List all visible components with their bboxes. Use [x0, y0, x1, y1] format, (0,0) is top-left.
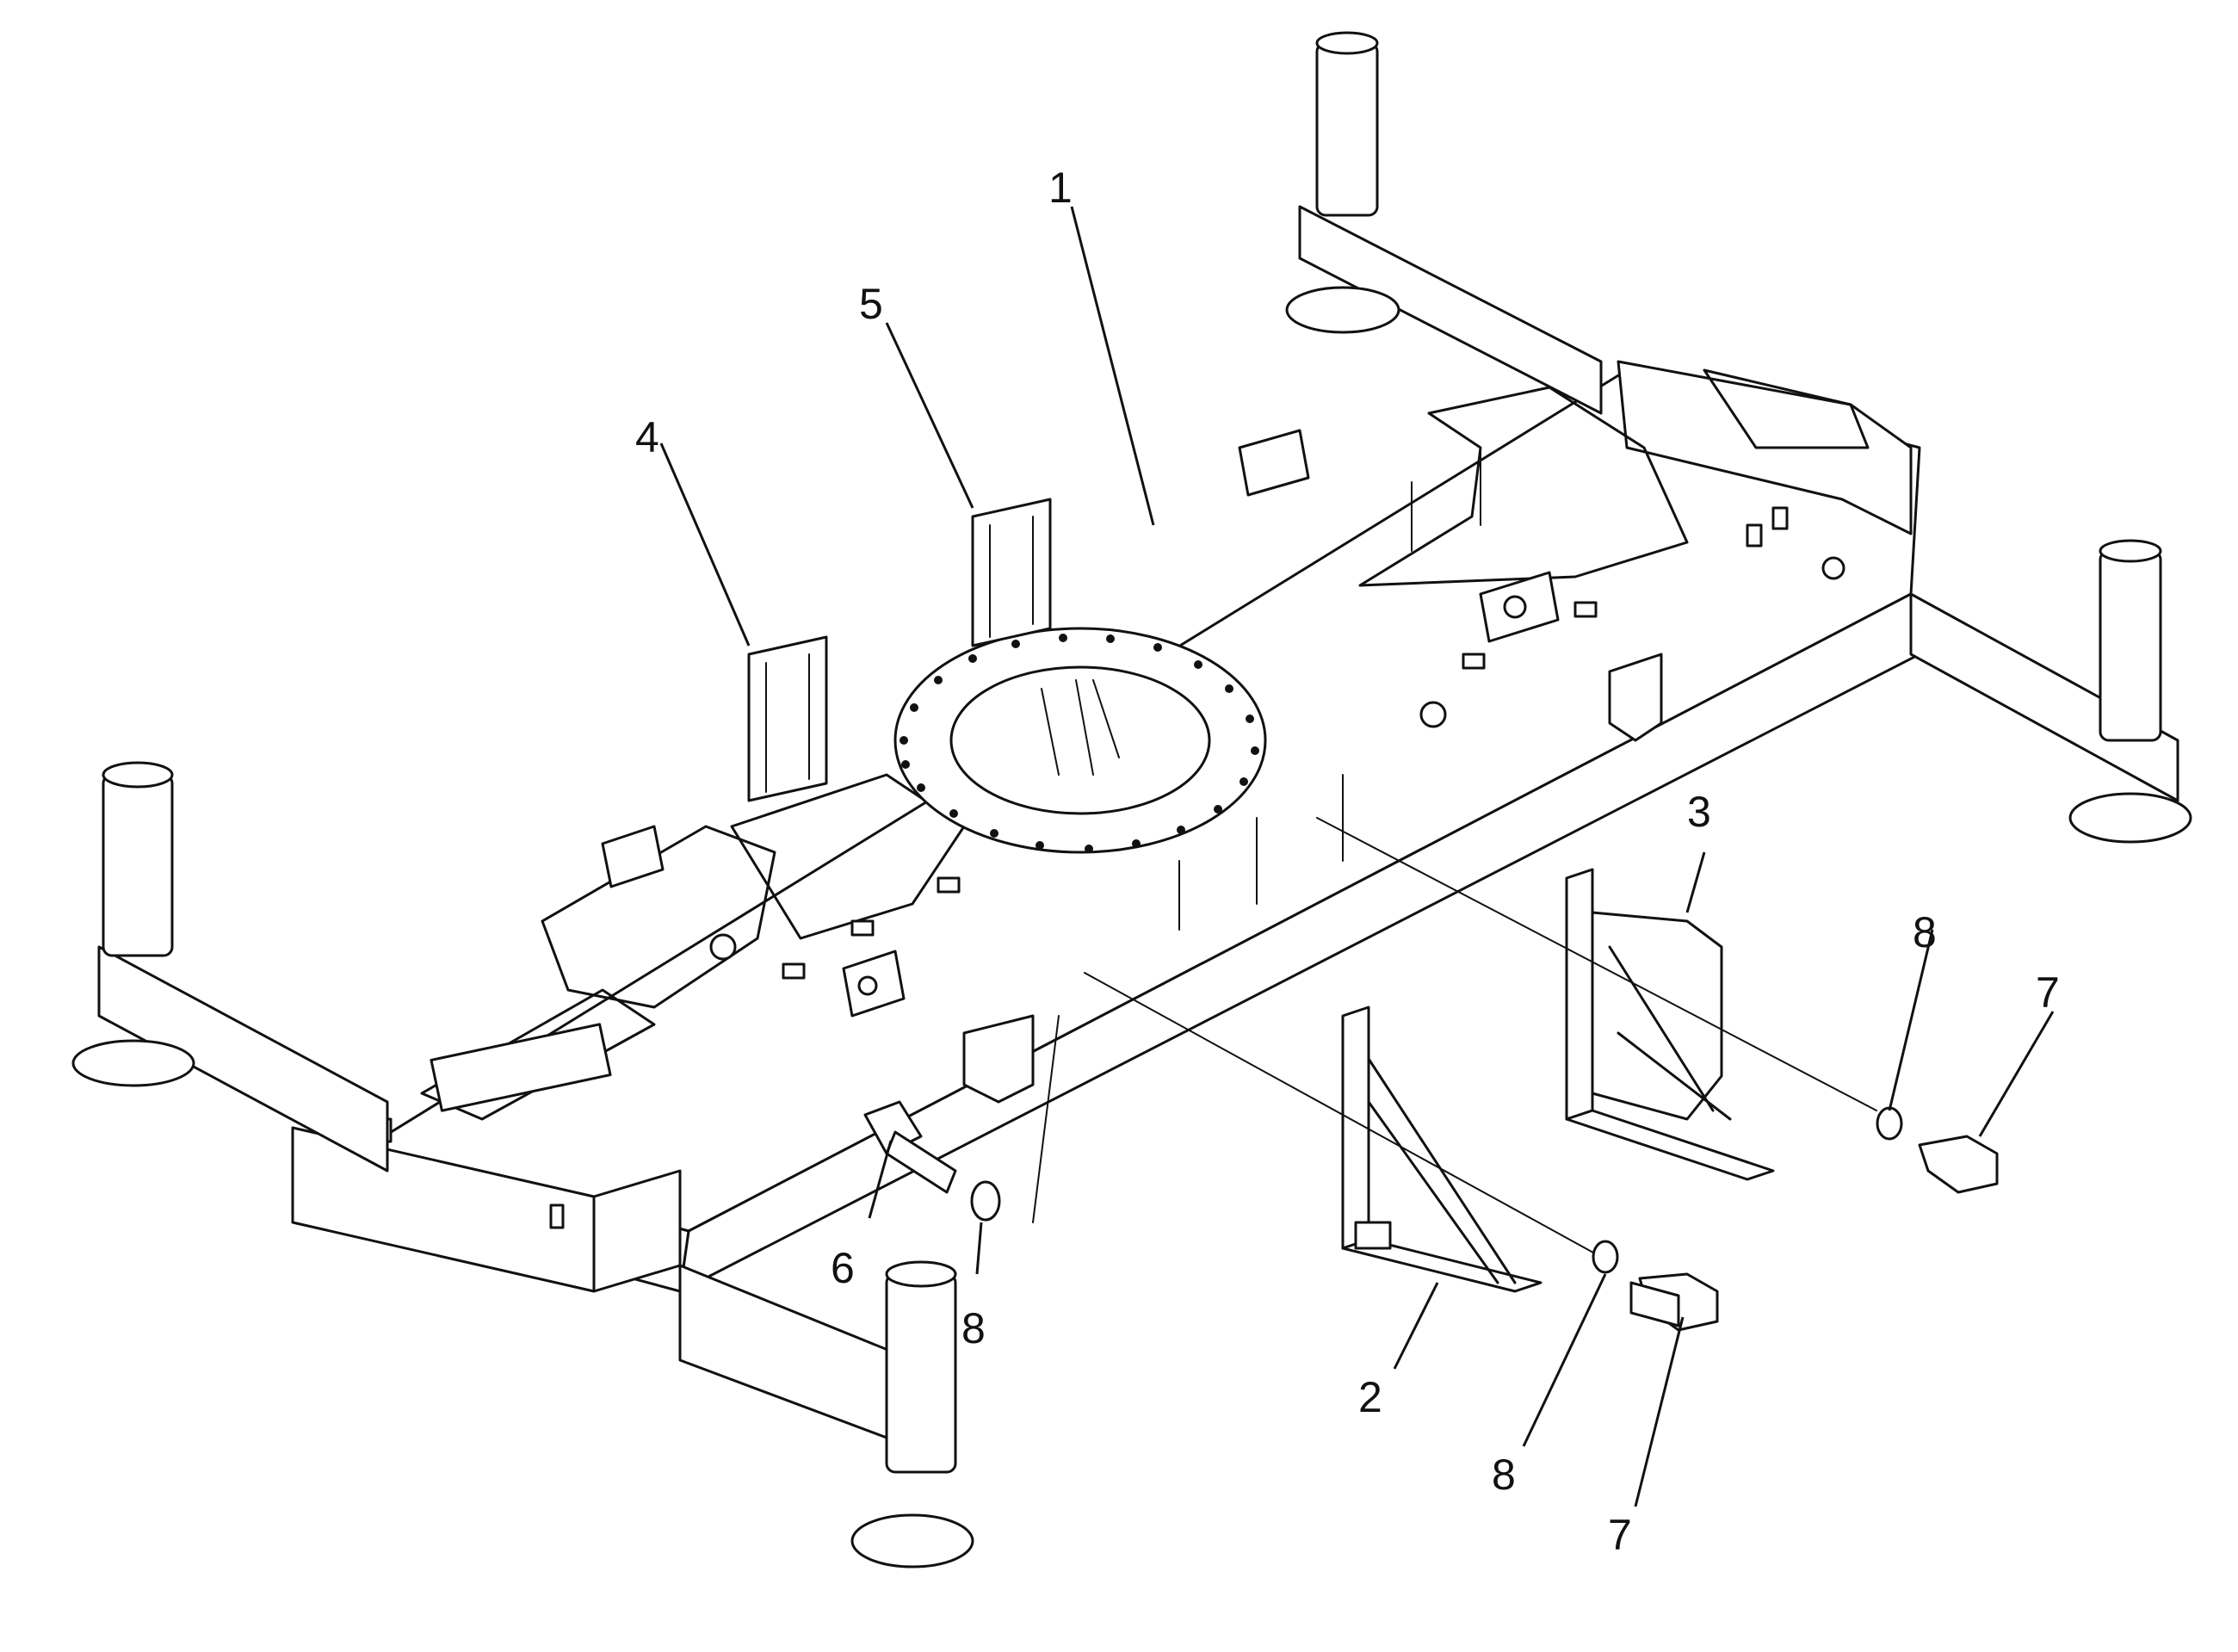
- washer-part-8-right: [1876, 1106, 1903, 1141]
- callout-leaders: [659, 206, 2055, 1507]
- callout-1: 1: [1048, 164, 1073, 212]
- washer-part-8-middle: [1592, 1240, 1619, 1274]
- outrigger-front-left: [71, 761, 389, 1172]
- explode-lines: [1032, 817, 1877, 1258]
- outrigger-rear-right: [1909, 539, 2192, 844]
- callout-7-lower: 7: [1608, 1511, 1632, 1559]
- bracket-part-3: [1565, 868, 1775, 1181]
- callout-4: 4: [635, 413, 659, 461]
- bolt-part-7-lower: [1629, 1272, 1719, 1332]
- callout-7-upper: 7: [2036, 968, 2060, 1017]
- callout-8-right: 8: [1913, 908, 1937, 956]
- bracket-part-2: [1341, 1005, 1542, 1293]
- main-frame: [291, 360, 1921, 1293]
- washer-part-8-left: [970, 1180, 1001, 1222]
- outrigger-front-right: [678, 1260, 974, 1568]
- bolt-holes: [900, 634, 1259, 853]
- bracket-part-5: [971, 498, 1052, 647]
- callout-5: 5: [859, 280, 883, 328]
- bolt-part-7-upper: [1918, 1135, 1999, 1194]
- callout-8-middle: 8: [1492, 1451, 1516, 1499]
- bracket-part-4: [747, 635, 828, 802]
- callouts: 1 2 3 4 5 6 7 7 8 8 8: [635, 164, 2060, 1559]
- callout-8-left: 8: [961, 1304, 986, 1352]
- callout-6: 6: [831, 1244, 855, 1292]
- callout-2: 2: [1358, 1373, 1382, 1421]
- outrigger-rear-left: [1285, 31, 1603, 415]
- callout-3: 3: [1687, 788, 1711, 836]
